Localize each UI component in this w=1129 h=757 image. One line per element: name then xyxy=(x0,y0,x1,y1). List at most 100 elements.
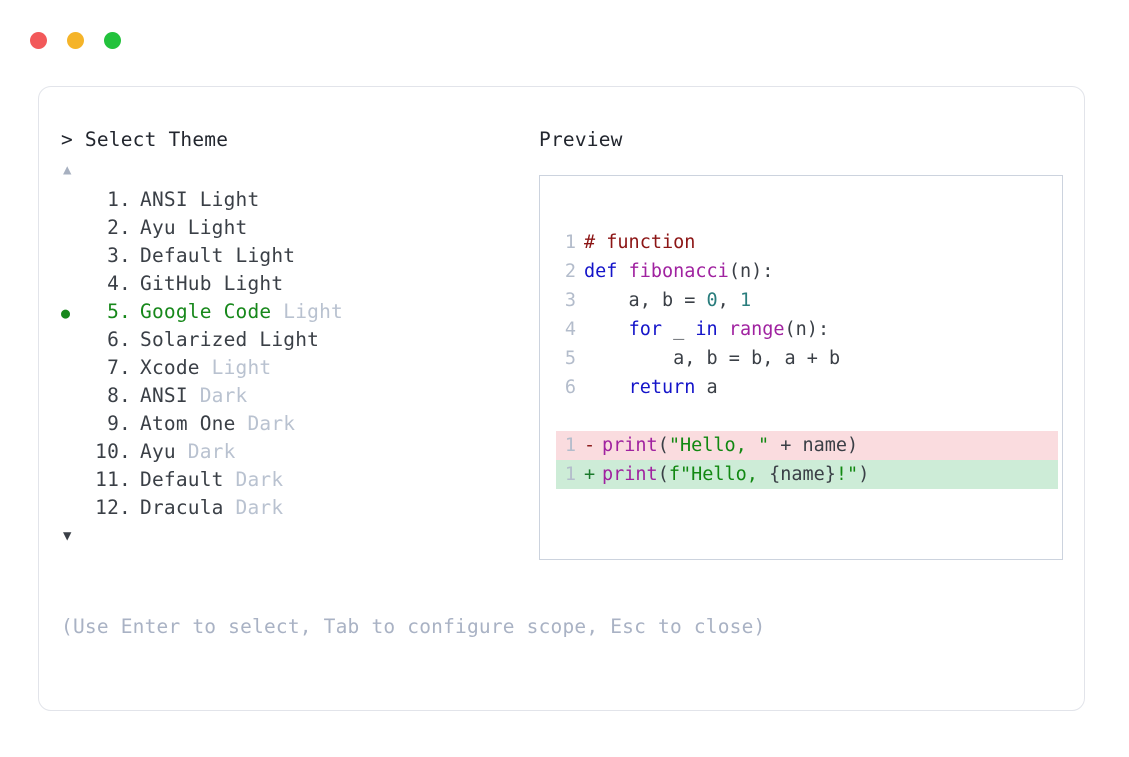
theme-item-variant: Light xyxy=(247,328,320,351)
window-controls xyxy=(30,32,121,49)
diff-line-text: print(f"Hello, {name}!") xyxy=(602,460,1058,489)
code-line-text: return a xyxy=(584,373,1058,402)
theme-item-name: Dracula xyxy=(140,496,224,519)
scroll-up-icon[interactable]: ▲ xyxy=(63,162,72,178)
theme-list-item[interactable]: 7.Xcode Light xyxy=(61,354,521,382)
diff-line-removed: 1-print("Hello, " + name) xyxy=(556,431,1058,460)
code-token xyxy=(584,377,629,398)
code-line: 4 for _ in range(n): xyxy=(556,315,1058,344)
theme-item-name: Default xyxy=(140,244,224,267)
page-title: Select Theme xyxy=(84,128,229,151)
theme-item-index: 6. xyxy=(107,328,131,351)
code-token: for xyxy=(628,319,662,340)
line-number: 1 xyxy=(564,435,576,456)
theme-item-variant: Dark xyxy=(235,412,296,435)
line-number: 1 xyxy=(564,464,576,485)
theme-item-variant: Light xyxy=(223,244,296,267)
code-token: ) xyxy=(858,464,870,485)
close-dot[interactable] xyxy=(30,32,47,49)
code-token: # function xyxy=(584,232,696,253)
theme-list-item[interactable]: 1. ANSI Light xyxy=(61,186,521,214)
code-token: + name) xyxy=(769,435,859,456)
diff-line-added: 1+print(f"Hello, {name}!") xyxy=(556,460,1058,489)
code-token: {name} xyxy=(769,464,836,485)
code-line: 5 a, b = b, a + b xyxy=(556,344,1058,373)
code-token: 1 xyxy=(739,290,752,311)
code-token: (n): xyxy=(728,261,774,282)
code-token: in xyxy=(695,319,718,340)
code-token: fibonacci xyxy=(628,261,729,282)
line-number: 5 xyxy=(564,348,576,369)
theme-item-name: Ayu xyxy=(140,216,176,239)
theme-list-item[interactable]: 6. Solarized Light xyxy=(61,326,521,354)
theme-item-index: 1. xyxy=(107,188,131,211)
code-token: ( xyxy=(657,435,669,456)
code-token: , xyxy=(717,290,740,311)
code-token: print xyxy=(602,435,658,456)
theme-list-item[interactable]: 4. GitHub Light xyxy=(61,270,521,298)
theme-list-item[interactable]: 10.Ayu Dark xyxy=(61,438,521,466)
theme-list-item[interactable]: 12. Dracula Dark xyxy=(61,494,521,522)
theme-item-variant: Dark xyxy=(223,468,284,491)
code-token: a xyxy=(695,377,718,398)
theme-list-item[interactable]: ●5.Google Code Light xyxy=(61,298,521,326)
code-token: ( xyxy=(657,464,669,485)
code-token: (n): xyxy=(784,319,830,340)
code-token: "Hello, " xyxy=(668,435,770,456)
theme-item-name: GitHub xyxy=(140,272,212,295)
theme-item-index: 7. xyxy=(107,356,131,379)
theme-item-index: 5. xyxy=(107,300,131,323)
line-number: 6 xyxy=(564,377,576,398)
line-number: 1 xyxy=(564,232,576,253)
preview-label: Preview xyxy=(539,128,623,151)
minimize-dot[interactable] xyxy=(67,32,84,49)
code-blank-line xyxy=(556,402,1058,431)
code-token xyxy=(718,319,729,340)
line-number: 2 xyxy=(564,261,576,282)
theme-list-item[interactable]: 3. Default Light xyxy=(61,242,521,270)
theme-item-variant: Dark xyxy=(187,384,248,407)
theme-item-variant: Light xyxy=(211,272,284,295)
theme-item-variant: Light xyxy=(175,216,248,239)
theme-item-index: 4. xyxy=(107,272,131,295)
theme-item-index: 9. xyxy=(107,412,131,435)
theme-list-item[interactable]: 8.ANSI Dark xyxy=(61,382,521,410)
theme-list-item[interactable]: 2. Ayu Light xyxy=(61,214,521,242)
maximize-dot[interactable] xyxy=(104,32,121,49)
theme-item-index: 2. xyxy=(107,216,131,239)
code-token: print xyxy=(602,464,658,485)
theme-item-index: 12. xyxy=(95,496,131,519)
theme-selection-column: > Select Theme ▲ 1. ANSI Light 2. Ayu Light… xyxy=(61,127,521,547)
code-token: range xyxy=(728,319,785,340)
code-token: !" xyxy=(835,464,859,485)
theme-list-item[interactable]: 9.Atom One Dark xyxy=(61,410,521,438)
code-line-text: def fibonacci(n): xyxy=(584,257,1058,286)
code-line: 1 # function xyxy=(556,228,1058,257)
code-line: 3 a, b = 0, 1 xyxy=(556,286,1058,315)
code-token: def xyxy=(584,261,629,282)
theme-item-index: 3. xyxy=(107,244,131,267)
theme-item-name: Solarized xyxy=(140,328,248,351)
code-token: _ xyxy=(661,319,696,340)
theme-item-name: Ayu xyxy=(140,440,176,463)
scroll-down-icon[interactable]: ▼ xyxy=(63,528,72,544)
code-line: 2 def fibonacci(n): xyxy=(556,257,1058,286)
diff-marker: - xyxy=(584,435,596,456)
theme-item-index: 11. xyxy=(95,468,131,491)
code-token: return xyxy=(628,377,696,398)
prompt-chevron-icon: > xyxy=(61,128,73,151)
theme-item-name: ANSI xyxy=(140,188,188,211)
prompt-line: > Select Theme xyxy=(61,127,521,153)
theme-picker-card: > Select Theme ▲ 1. ANSI Light 2. Ayu Light… xyxy=(38,86,1085,711)
theme-item-variant: Dark xyxy=(223,496,284,519)
theme-list-item[interactable]: 11.Default Dark xyxy=(61,466,521,494)
code-line-text: a, b = b, a + b xyxy=(584,344,1058,373)
code-token: a, b = b, a + b xyxy=(584,348,841,369)
theme-item-variant: Light xyxy=(187,188,260,211)
theme-item-variant: Light xyxy=(271,300,343,323)
theme-item-name: ANSI xyxy=(140,384,188,407)
